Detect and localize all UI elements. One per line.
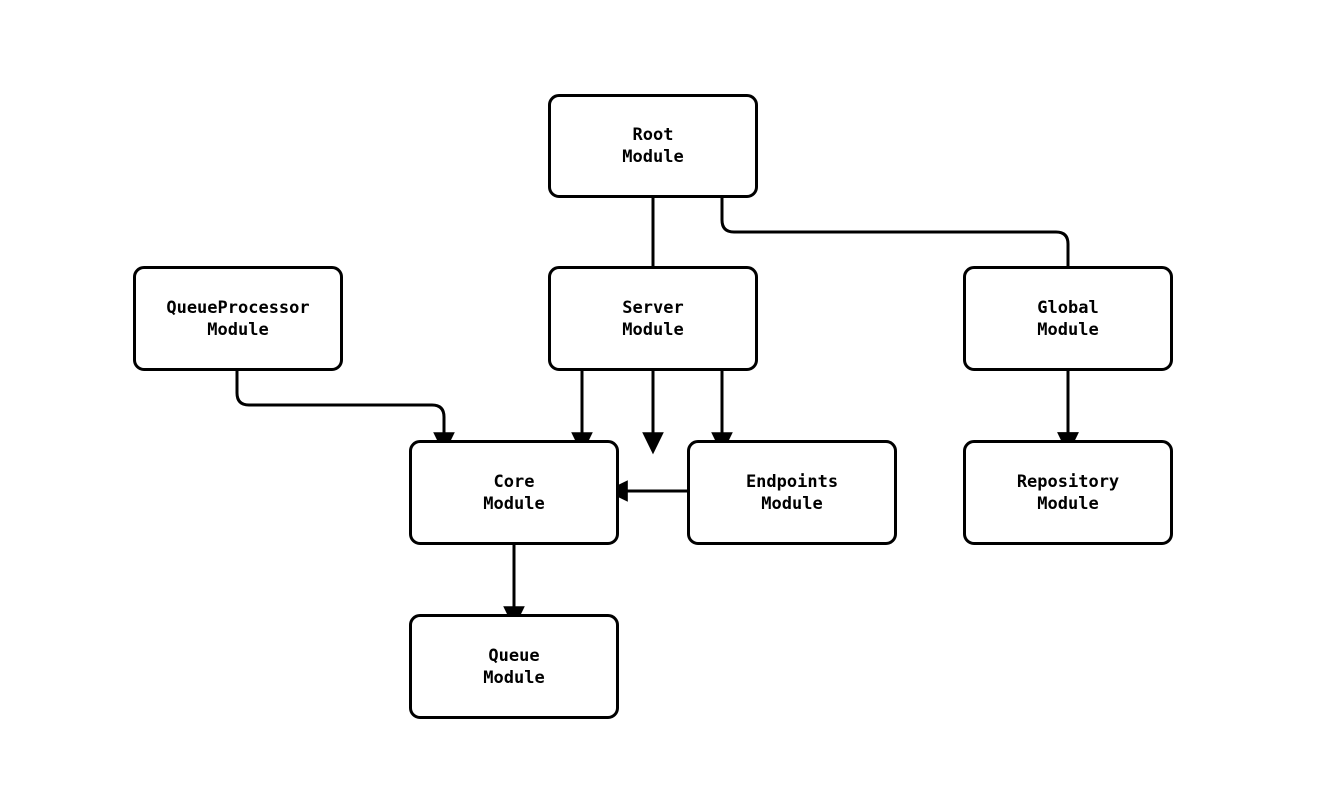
node-repository-module[interactable]: Repository Module xyxy=(963,440,1173,545)
node-queue-module[interactable]: Queue Module xyxy=(409,614,619,719)
node-label-endpoints: Endpoints Module xyxy=(745,471,839,514)
node-endpoints-module[interactable]: Endpoints Module xyxy=(687,440,897,545)
node-server-module[interactable]: Server Module xyxy=(548,266,758,371)
node-label-queueprocessor: QueueProcessor Module xyxy=(166,297,310,340)
edge-root-global xyxy=(720,198,1079,455)
edge-queueprocessor-core xyxy=(235,371,455,455)
node-queueprocessor-module[interactable]: QueueProcessor Module xyxy=(133,266,343,371)
node-label-root: Root Module xyxy=(622,125,684,167)
node-core-module[interactable]: Core Module xyxy=(409,440,619,545)
node-label-server: Server Module xyxy=(622,297,684,340)
node-global-module[interactable]: Global Module xyxy=(963,266,1173,371)
node-label-queue: Queue Module xyxy=(483,645,545,688)
node-label-repository: Repository Module xyxy=(1016,471,1120,514)
node-label-global: Global Module xyxy=(1037,297,1099,340)
node-label-core: Core Module xyxy=(483,471,545,514)
node-root-module[interactable]: Root Module xyxy=(548,94,758,198)
